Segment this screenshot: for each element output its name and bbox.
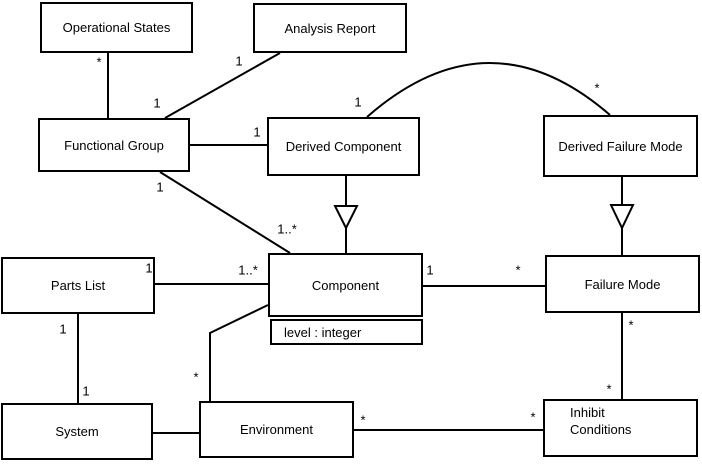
multiplicity-label: 1 <box>153 95 161 111</box>
class-name-label: Environment <box>240 422 313 437</box>
multiplicity-label: * <box>530 409 536 425</box>
class-name-label: Derived Component <box>285 139 402 154</box>
class-box-failure-mode: Failure Mode <box>545 255 700 313</box>
class-name-label: Functional Group <box>64 137 164 153</box>
class-name-label: Conditions <box>570 422 632 437</box>
edge-derived-component--derived-failure-mode-arc <box>366 62 611 118</box>
multiplicity-label: 1..* <box>277 221 297 237</box>
multiplicity-label: 1 <box>235 53 243 69</box>
multiplicity-label: * <box>606 381 612 397</box>
class-name-label: Component <box>311 277 380 293</box>
class-name-label: Inhibit <box>570 405 605 420</box>
class-name-label: System <box>55 424 99 439</box>
generalization-arrow-to-failure-mode <box>609 204 635 231</box>
multiplicity-label: * <box>628 317 634 333</box>
class-box-component: Component <box>268 253 423 317</box>
class-attributes-box-component: level : integer <box>270 319 423 345</box>
multiplicity-label: 1 <box>156 179 164 195</box>
generalization-arrow-to-component <box>333 205 359 231</box>
class-attribute-label: level : integer <box>284 324 362 340</box>
multiplicity-label: * <box>594 80 600 96</box>
multiplicity-label: 1 <box>426 262 434 278</box>
class-box-derived-component: Derived Component <box>267 117 420 176</box>
class-box-system: System <box>1 403 153 460</box>
multiplicity-label: * <box>96 54 102 70</box>
multiplicity-label: 1 <box>253 124 261 140</box>
multiplicity-label: 1 <box>145 260 153 276</box>
multiplicity-label: 1 <box>82 383 90 399</box>
class-name-label: Operational States <box>62 20 171 35</box>
edge-component--environment <box>209 304 269 401</box>
class-name-label: Analysis Report <box>284 20 376 36</box>
class-box-derived-failure-mode: Derived Failure Mode <box>543 115 698 177</box>
multiplicity-label: 1 <box>59 321 67 337</box>
edge-functional-group--component <box>159 171 291 254</box>
multiplicity-label: * <box>360 412 366 428</box>
class-box-parts-list: Parts List <box>1 257 155 314</box>
class-box-operational-states: Operational States <box>40 2 193 53</box>
class-name-label: Derived Failure Mode <box>558 138 683 154</box>
multiplicity-label: 1..* <box>238 262 258 278</box>
class-box-environment: Environment <box>199 401 354 458</box>
class-box-analysis-report: Analysis Report <box>253 3 407 53</box>
class-box-functional-group: Functional Group <box>38 118 190 172</box>
class-name-label: Parts List <box>50 278 106 293</box>
multiplicity-label: * <box>193 369 199 385</box>
class-name-label: Failure Mode <box>584 276 661 292</box>
multiplicity-label: 1 <box>354 94 362 110</box>
edge-analysis-report--functional-group <box>164 52 281 119</box>
multiplicity-label: * <box>515 262 521 278</box>
